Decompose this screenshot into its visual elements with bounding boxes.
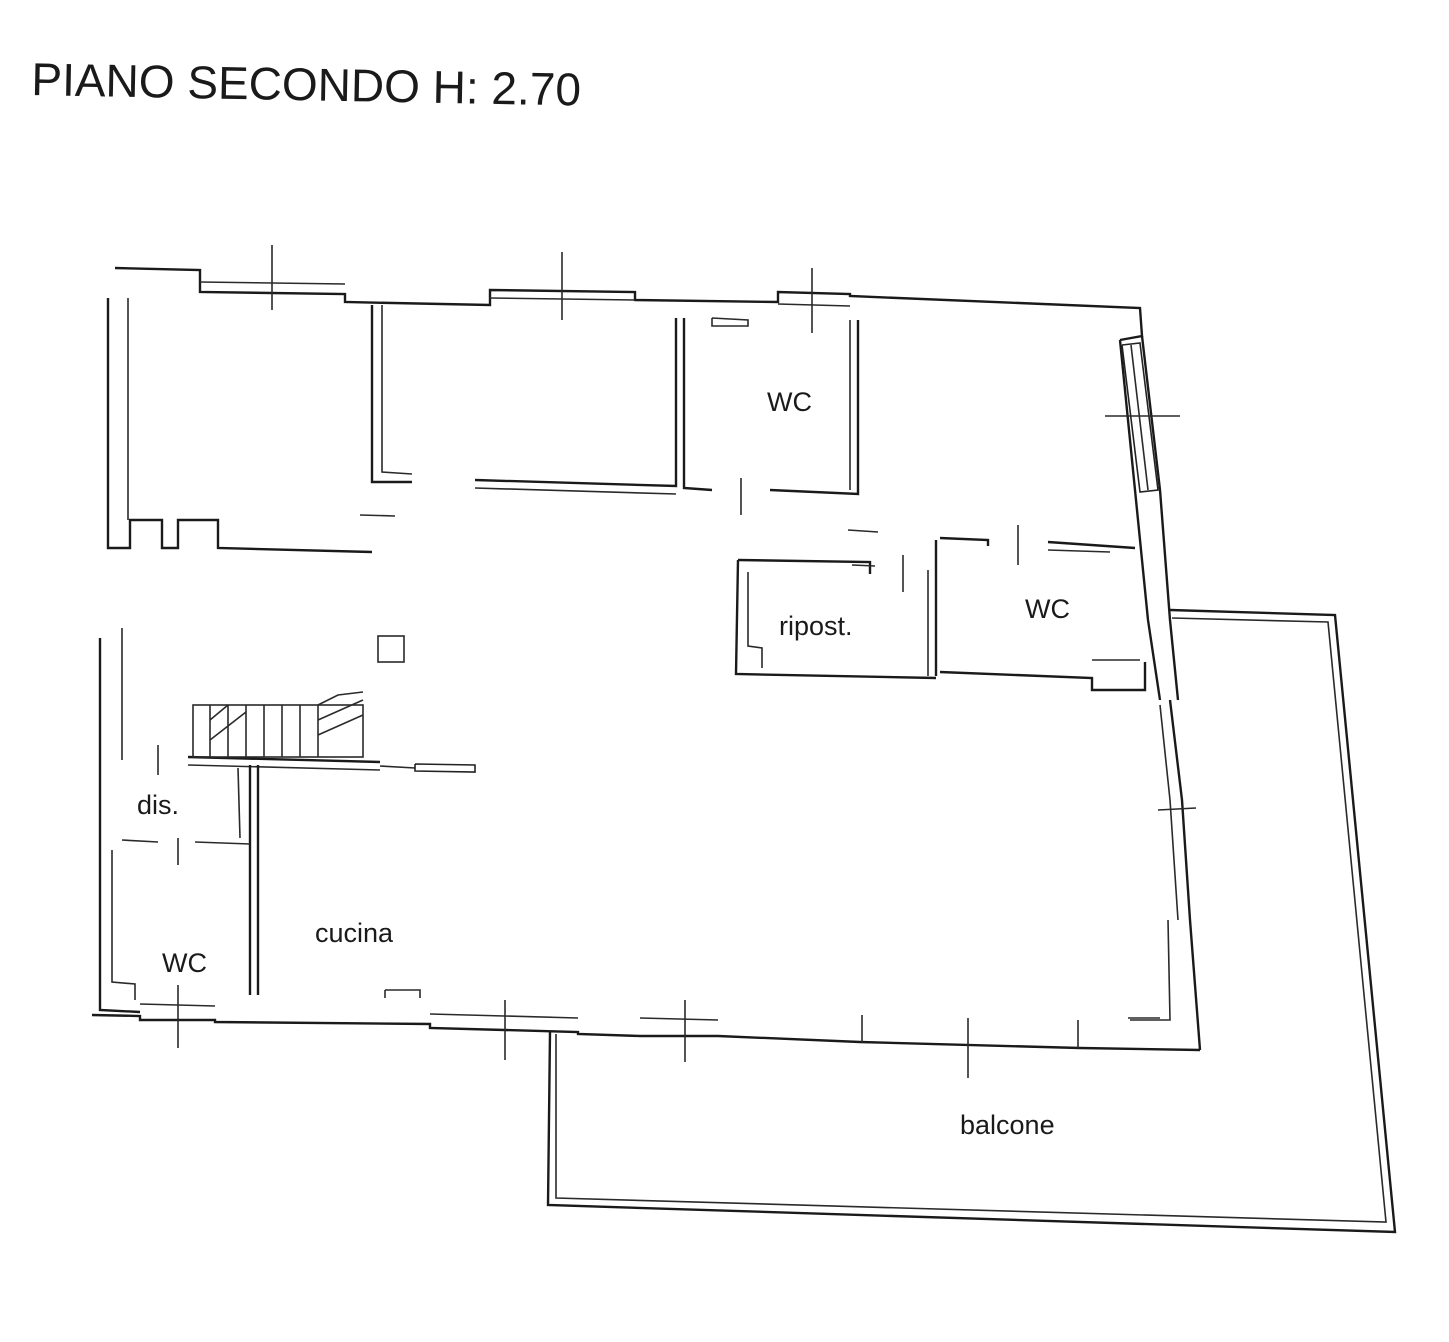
room-label-wc-left: WC (162, 948, 207, 978)
room-label-balcone: balcone (960, 1110, 1055, 1140)
interior-walls (121, 305, 1171, 1048)
staircase (192, 691, 364, 758)
right-windows (1105, 342, 1180, 493)
room-label-dis: dis. (137, 790, 180, 820)
room-label-ripost: ripost. (779, 611, 853, 641)
outer-walls (91, 266, 1202, 1052)
window-axis-marks (177, 245, 1197, 1078)
room-label-wc-right: WC (1025, 594, 1070, 624)
room-label-wc-top: WC (767, 387, 812, 417)
room-label-cucina: cucina (315, 918, 394, 948)
balcony-outline (546, 608, 1397, 1234)
